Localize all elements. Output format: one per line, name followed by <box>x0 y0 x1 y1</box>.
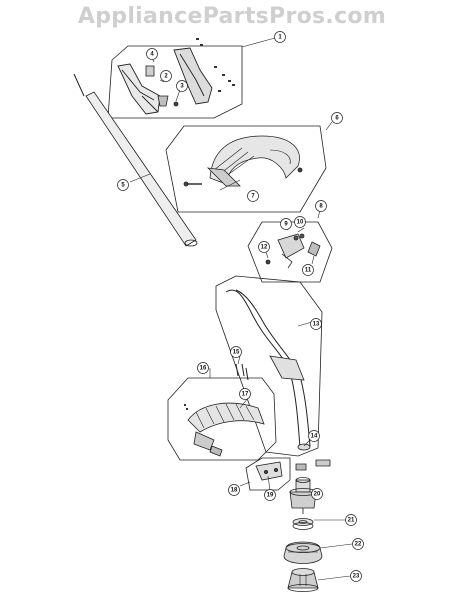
callout-label-20: 20 <box>314 492 321 498</box>
callout-19 <box>264 489 276 501</box>
callout-label-6: 6 <box>335 116 339 122</box>
callout-18 <box>228 484 240 496</box>
assist-handle <box>206 135 300 187</box>
callout-1 <box>274 31 286 43</box>
callout-label-1: 1 <box>278 35 282 41</box>
callout-label-8: 8 <box>319 204 323 210</box>
callout-label-2: 2 <box>164 74 168 80</box>
group-panel-gearbox <box>245 457 291 491</box>
callout-14 <box>308 430 320 442</box>
callout-22 <box>352 538 364 550</box>
callout-16 <box>197 362 209 374</box>
guard-small-screws <box>184 404 188 410</box>
callout-6 <box>331 112 343 124</box>
callout-label-16: 16 <box>200 366 207 372</box>
curved-lower-shaft <box>225 289 311 451</box>
spool-washer <box>292 518 314 530</box>
callout-label-14: 14 <box>311 434 318 440</box>
callout-13 <box>310 318 322 330</box>
callout-label-3: 3 <box>180 84 184 90</box>
callout-7 <box>247 190 259 202</box>
callout-20 <box>311 488 323 500</box>
site-watermark: AppliancePartsPros.com <box>77 4 387 29</box>
callout-2 <box>160 70 172 82</box>
leader-lines <box>129 37 353 581</box>
callout-9 <box>280 218 292 230</box>
gearbox-bracket <box>255 461 283 481</box>
callout-11 <box>302 264 314 276</box>
callout-21 <box>345 514 357 526</box>
callout-23 <box>350 570 362 582</box>
callout-15 <box>230 346 242 358</box>
bracket-parts <box>265 233 321 269</box>
callout-5 <box>117 179 129 191</box>
callout-label-18: 18 <box>231 488 238 494</box>
callout-label-15: 15 <box>233 350 240 356</box>
callout-label-4: 4 <box>150 52 154 58</box>
switch-part <box>145 65 155 77</box>
callout-label-5: 5 <box>121 183 125 189</box>
callout-label-12: 12 <box>261 245 268 251</box>
callout-label-22: 22 <box>355 542 362 548</box>
callout-8 <box>315 200 327 212</box>
handle-screws <box>196 38 235 92</box>
upper-shaft <box>73 73 198 247</box>
callout-circles <box>117 31 364 582</box>
callout-3 <box>176 80 188 92</box>
callout-4 <box>146 48 158 60</box>
group-panel-lower-shaft <box>215 275 323 457</box>
spool-hub <box>289 477 317 514</box>
callout-12 <box>258 241 270 253</box>
handle-half-left <box>117 63 161 115</box>
gear-drive-pin <box>295 459 331 471</box>
callout-label-21: 21 <box>348 518 355 524</box>
trigger-part <box>157 95 169 107</box>
callout-17 <box>239 388 251 400</box>
callout-10 <box>294 216 306 228</box>
assist-handle-nut <box>297 167 303 173</box>
callout-label-10: 10 <box>297 220 304 226</box>
callout-label-19: 19 <box>267 493 274 499</box>
spool-cover <box>287 568 319 592</box>
callout-label-11: 11 <box>305 268 312 274</box>
screw-part <box>173 101 179 107</box>
group-panel-bracket <box>247 221 333 283</box>
spool <box>283 541 323 564</box>
guard-part <box>187 402 265 457</box>
callout-label-23: 23 <box>353 574 360 580</box>
callout-label-9: 9 <box>284 222 288 228</box>
callout-label-7: 7 <box>251 194 255 200</box>
callout-label-13: 13 <box>313 322 320 328</box>
group-panel-guard <box>167 377 277 461</box>
guard-screws <box>235 363 249 381</box>
handle-half-right <box>173 47 213 105</box>
assist-handle-bolt <box>183 181 202 187</box>
group-panel-assist-handle <box>165 125 327 213</box>
callout-label-17: 17 <box>242 392 249 398</box>
